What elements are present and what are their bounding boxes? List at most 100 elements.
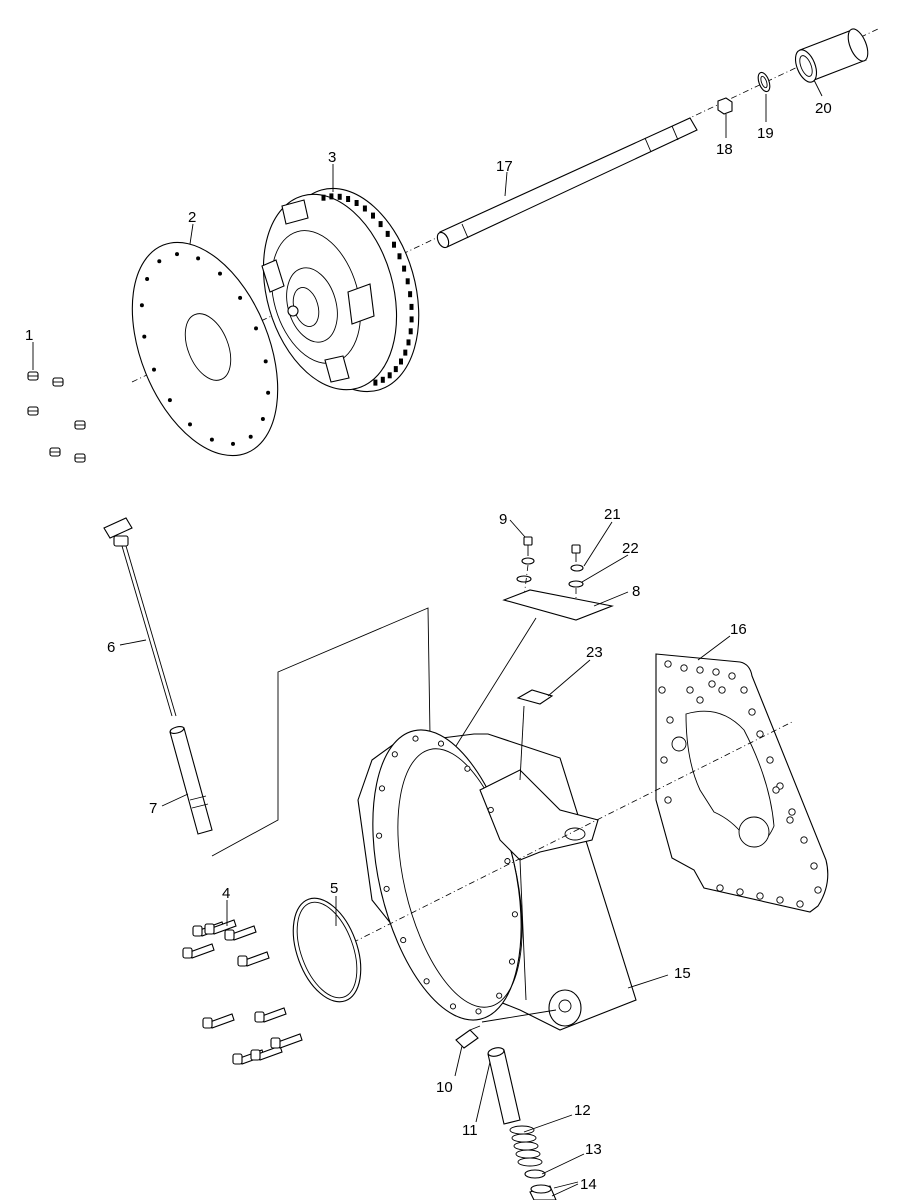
flexplate-hole [248, 434, 253, 439]
housing-bolts [182, 919, 303, 1065]
flexplate-hole [260, 417, 265, 421]
converter-slot [399, 358, 403, 365]
upper-centerline [131, 27, 881, 383]
flexplate-hole [196, 256, 201, 261]
housing-hole [383, 885, 390, 892]
gasket-hole [786, 816, 794, 824]
converter-slot [321, 194, 326, 201]
callout-21: 21 [604, 506, 621, 523]
converter-slot [380, 376, 385, 383]
leader-lines [32, 79, 823, 1197]
converter-slot [346, 196, 351, 202]
converter-slot [385, 230, 390, 237]
callout-3: 3 [328, 149, 336, 166]
callout-10: 10 [436, 1079, 453, 1096]
callout-16: 16 [730, 621, 747, 638]
flexplate-hole [263, 359, 268, 364]
callout-9: 9 [499, 511, 507, 528]
gasket-hole [810, 862, 818, 870]
housing-hole [376, 832, 383, 839]
lower-centerline [317, 721, 793, 961]
adapter-gasket [655, 653, 829, 913]
gasket-hole [788, 808, 796, 816]
converter-slot [337, 193, 342, 200]
callout-23: 23 [586, 644, 603, 661]
converter-slot [402, 265, 407, 272]
hex-bolt [202, 1013, 235, 1029]
hex-bolt [250, 1045, 283, 1061]
housing-hole [508, 958, 516, 965]
converter-slot [378, 221, 383, 228]
callout-labels: 1 2 3 4 5 6 7 8 9 10 11 12 13 14 15 16 1… [25, 100, 832, 1193]
dipstick-tube [169, 726, 213, 835]
flexplate-hole [145, 277, 150, 281]
callout-11: 11 [462, 1122, 478, 1139]
housing-hole [378, 785, 386, 792]
converter-slot [409, 316, 414, 323]
callout-14: 14 [580, 1176, 597, 1193]
callout-15: 15 [674, 965, 691, 982]
flexplate-hole [209, 437, 214, 442]
flexplate-hole [254, 326, 258, 331]
gasket-hole [664, 796, 672, 804]
fitting-route [481, 1009, 557, 1023]
flexplate-hole [266, 390, 271, 395]
o-ring [292, 897, 362, 1003]
converter-slot [393, 366, 398, 373]
gasket-hole [756, 730, 764, 738]
gasket-hole [716, 884, 724, 892]
torque-converter [261, 187, 420, 393]
dipstick-route [211, 607, 431, 857]
converter-slot [409, 303, 414, 310]
gasket-hole [664, 660, 672, 668]
converter-slot [408, 291, 413, 298]
cover-bolts [516, 536, 584, 612]
flex-plate [131, 241, 279, 457]
breather-fitting [455, 1025, 481, 1049]
callout-13: 13 [585, 1141, 602, 1158]
gasket-hole [736, 888, 744, 896]
gasket-hole [686, 686, 694, 694]
hex-bolt [237, 951, 270, 967]
housing-hole [487, 806, 494, 813]
converter-slot [406, 339, 411, 346]
hex-bolt [224, 925, 257, 941]
callout-5: 5 [330, 880, 338, 897]
flexplate-hole [238, 295, 243, 300]
flexplate-hole [188, 422, 192, 427]
flexplate-hole [142, 334, 147, 339]
flexplate-hole [139, 303, 144, 308]
flexplate-hole [157, 259, 162, 264]
housing-hole [496, 992, 503, 999]
converter-slot [373, 379, 378, 386]
flexplate-hole [231, 441, 235, 446]
gasket-hole [708, 680, 716, 688]
drain-plug [529, 1184, 557, 1200]
converter-slot [397, 253, 402, 260]
housing-hole [511, 911, 518, 918]
hex-bolt [254, 1007, 287, 1023]
flexplate-hole [167, 398, 172, 403]
gasket-hole [796, 900, 804, 908]
gasket-hole [740, 686, 748, 694]
gasket-hole [660, 756, 668, 764]
converter-slot [387, 372, 392, 379]
gasket-hole [776, 896, 784, 904]
flexplate-hole [175, 252, 179, 257]
seal-ring [524, 1169, 546, 1179]
callout-6: 6 [107, 639, 115, 656]
converter-slot [354, 200, 359, 206]
hex-bolt [270, 1033, 303, 1049]
callout-19: 19 [757, 125, 774, 142]
gasket-hole [766, 756, 774, 764]
gasket-hole [748, 708, 756, 716]
converter-slot [329, 193, 334, 200]
callout-22: 22 [622, 540, 639, 557]
callout-12: 12 [574, 1102, 591, 1119]
bell-housing [357, 729, 637, 1031]
hex-bolt [182, 943, 215, 959]
gasket-hole [680, 664, 688, 672]
filter-tube [487, 1047, 521, 1125]
gasket-hole [696, 666, 704, 674]
